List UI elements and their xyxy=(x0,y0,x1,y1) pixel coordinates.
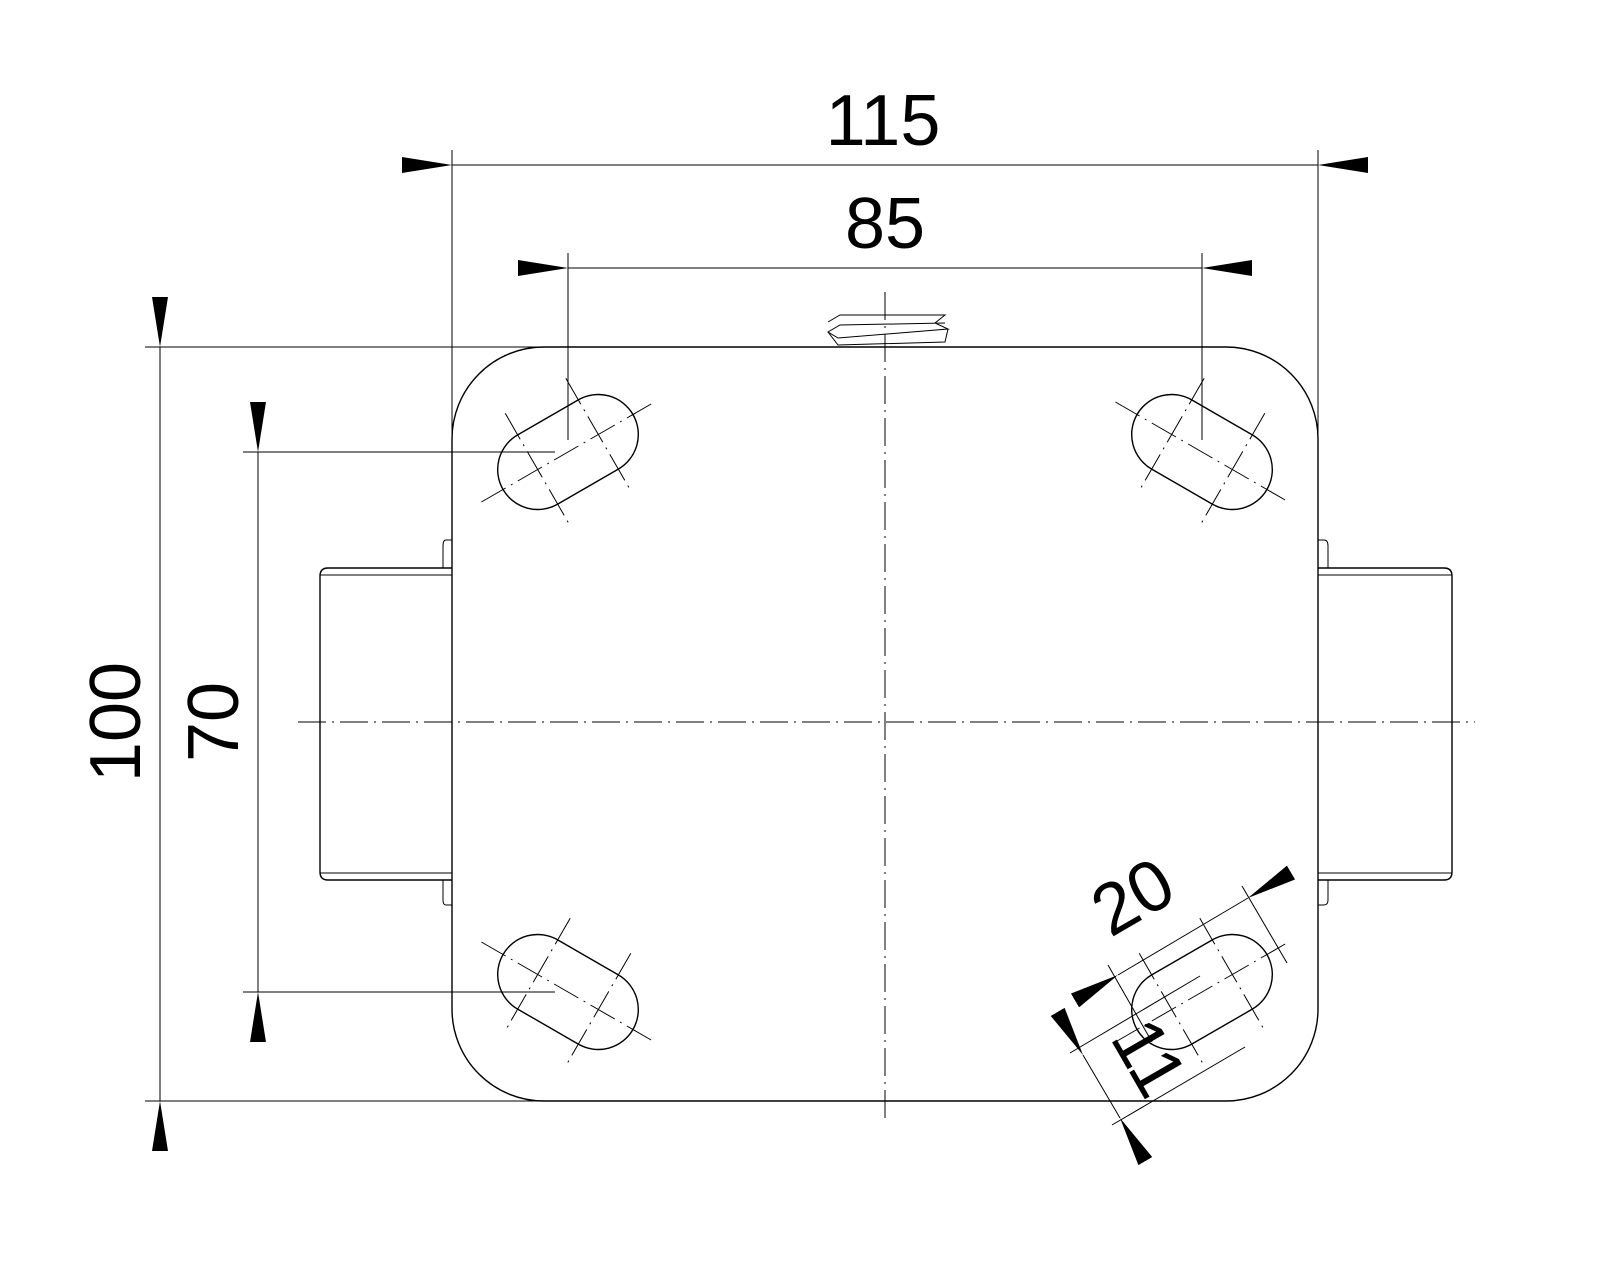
dimension-label: 20 xyxy=(1078,843,1187,952)
dimension-label: 85 xyxy=(845,184,925,264)
dimension-label: 70 xyxy=(174,682,254,762)
wheel-right xyxy=(1318,539,1453,906)
dimension-plate-height: 100 xyxy=(76,297,545,1151)
mounting-slot xyxy=(481,917,655,1067)
dimension-hole-spacing-x: 85 xyxy=(518,184,1252,440)
dimension-label: 115 xyxy=(826,81,941,161)
mounting-slot xyxy=(481,377,655,527)
dimension-plate-width: 115 xyxy=(402,81,1368,440)
dimension-label: 11 xyxy=(1095,1006,1202,1111)
thread-nipple xyxy=(827,314,950,346)
mounting-slot xyxy=(1115,377,1289,527)
dimension-slot-width: 11 xyxy=(1050,975,1246,1166)
dimension-label: 100 xyxy=(76,662,156,782)
wheel-left xyxy=(319,539,452,906)
dimension-hole-spacing-y: 70 xyxy=(174,402,555,1042)
